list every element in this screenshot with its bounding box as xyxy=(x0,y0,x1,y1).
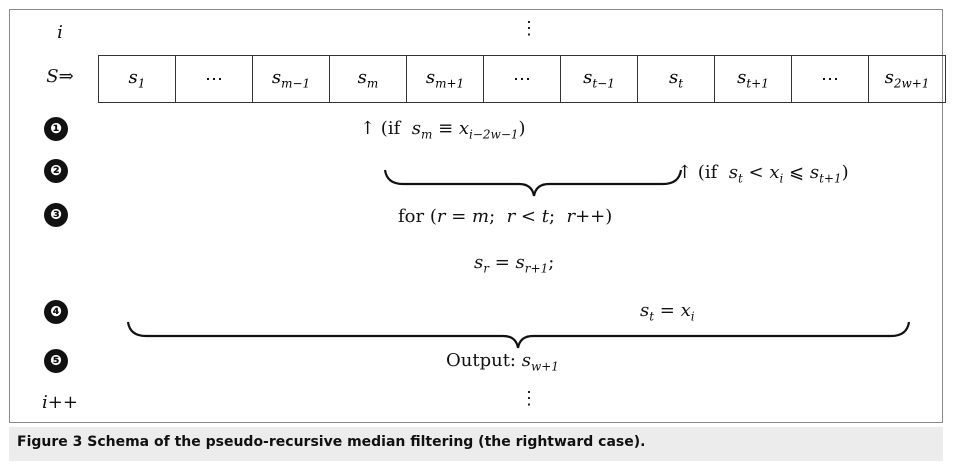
step-2-marker: ❷ xyxy=(44,159,68,183)
sequence-cell: st−1 xyxy=(560,55,638,103)
figure-caption: Figure 3 Schema of the pseudo-recursive … xyxy=(9,427,943,461)
row-label-i-increment: i++ xyxy=(42,392,78,413)
sequence-cell: st+1 xyxy=(714,55,792,103)
step-4-marker: ❹ xyxy=(44,300,68,324)
sequence-cell: sm+1 xyxy=(406,55,484,103)
sequence-cell: ⋯ xyxy=(175,55,253,103)
row-label-s: S⇒ xyxy=(46,66,74,87)
condition-2: ↑ (if st < xi ⩽ st+1) xyxy=(677,162,849,186)
sequence-cell: ⋯ xyxy=(483,55,561,103)
brace-full-window xyxy=(126,321,911,349)
insert-statement: st = xi xyxy=(640,300,695,324)
loop-statement: for (r = m; r < t; r++) xyxy=(398,206,613,227)
brace-shift-range xyxy=(383,169,683,197)
step-5-marker: ❺ xyxy=(44,349,68,373)
assign-statement: sr = sr+1; xyxy=(474,252,555,276)
output-statement: Output: sw+1 xyxy=(446,350,559,374)
bottom-ellipsis: ⋮ xyxy=(520,388,538,409)
condition-1: ↑ (if sm ≡ xi−2w−1) xyxy=(360,118,526,142)
step-3-marker: ❸ xyxy=(44,203,68,227)
sequence-cell: s2w+1 xyxy=(868,55,946,103)
row-label-i: i xyxy=(57,22,63,43)
top-ellipsis: ⋮ xyxy=(520,18,538,39)
sequence-cell: st xyxy=(637,55,715,103)
sequence-cell: s1 xyxy=(98,55,176,103)
figure-frame xyxy=(9,9,943,423)
sequence-cell: ⋯ xyxy=(791,55,869,103)
step-1-marker: ❶ xyxy=(44,117,68,141)
